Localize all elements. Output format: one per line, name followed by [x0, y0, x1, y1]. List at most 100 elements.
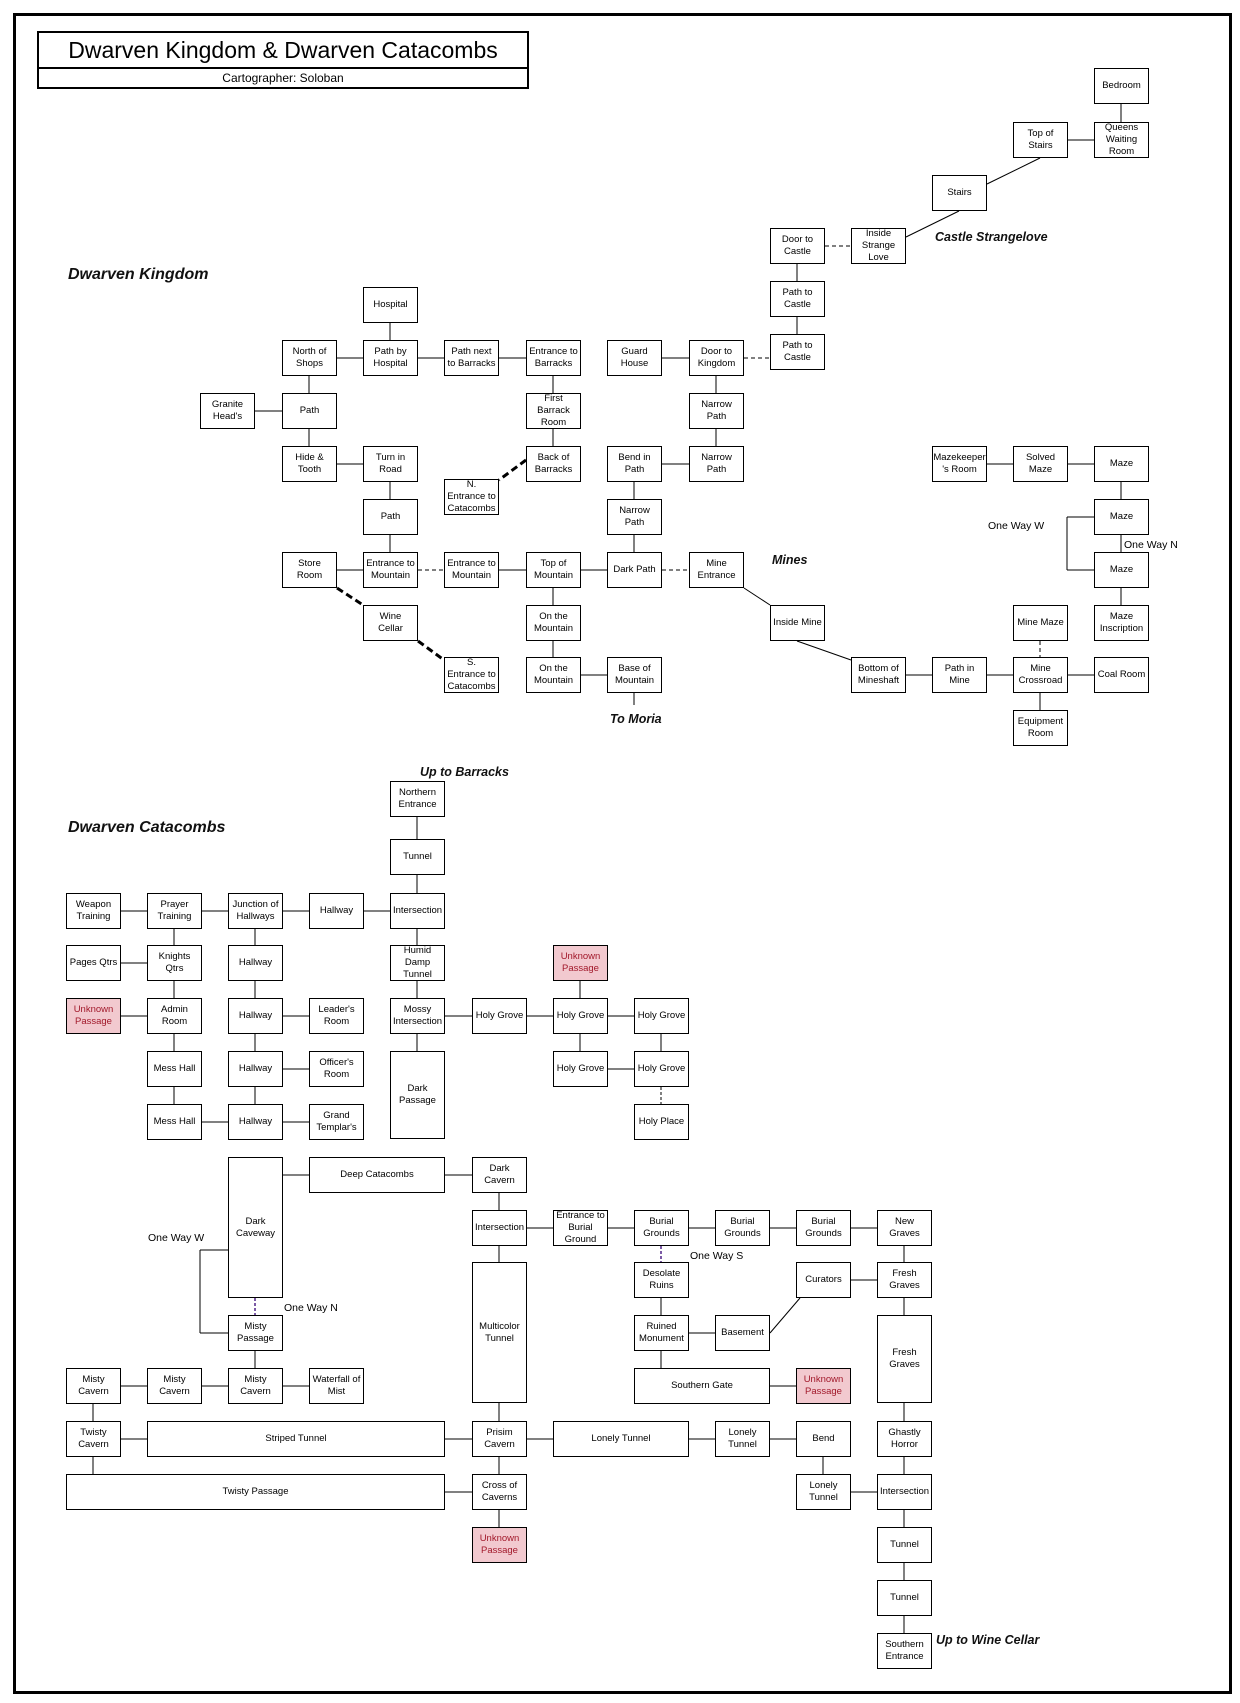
room-mine-crossroad: Mine Crossroad: [1013, 657, 1068, 693]
room-first-barrack: First Barrack Room: [526, 393, 581, 429]
room-misty-cav1: Misty Cavern: [66, 1368, 121, 1404]
connection-line: [905, 210, 960, 238]
room-intersection-c: Intersection: [877, 1474, 932, 1510]
room-dark-path: Dark Path: [607, 552, 662, 588]
room-entrance-mtn1: Entrance to Mountain: [363, 552, 418, 588]
room-top-stairs: Top of Stairs: [1013, 122, 1068, 158]
room-door-kingdom: Door to Kingdom: [689, 340, 744, 376]
note-one-way-w-catacombs: One Way W: [148, 1232, 205, 1244]
room-mine-entrance: Mine Entrance: [689, 552, 744, 588]
room-entrance-burial: Entrance to Burial Ground: [553, 1210, 608, 1246]
room-junction: Junction of Hallways: [228, 893, 283, 929]
room-knights-qtrs: Knights Qtrs: [147, 945, 202, 981]
room-twisty-passage: Twisty Passage: [66, 1474, 445, 1510]
room-leaders-room: Leader's Room: [309, 998, 364, 1034]
room-holy-grove5: Holy Grove: [634, 1051, 689, 1087]
room-bedroom: Bedroom: [1094, 68, 1149, 104]
region-label-catacombs: Dwarven Catacombs: [68, 819, 226, 836]
room-tunnel-a: Tunnel: [390, 839, 445, 875]
room-tunnel-b: Tunnel: [877, 1527, 932, 1563]
room-ruined: Ruined Monument: [634, 1315, 689, 1351]
room-turn-road: Turn in Road: [363, 446, 418, 482]
region-label-castle: Castle Strangelove: [935, 230, 1048, 244]
connection-line: [498, 458, 527, 482]
note-one-way-w-mines: One Way W: [988, 520, 1045, 532]
room-bottom-mineshaft: Bottom of Mineshaft: [851, 657, 906, 693]
room-top-mtn: Top of Mountain: [526, 552, 581, 588]
room-cross-caverns: Cross of Caverns: [472, 1474, 527, 1510]
room-holy-place: Holy Place: [634, 1104, 689, 1140]
room-inside-mine: Inside Mine: [770, 605, 825, 641]
room-hallway-e: Hallway: [228, 1104, 283, 1140]
exit-label-wine-cellar: Up to Wine Cellar: [936, 1633, 1040, 1647]
room-fresh2: Fresh Graves: [877, 1315, 932, 1403]
room-burial2: Burial Grounds: [715, 1210, 770, 1246]
room-equipment-room: Equipment Room: [1013, 710, 1068, 746]
room-mess-hall1: Mess Hall: [147, 1051, 202, 1087]
room-hallway-d: Hallway: [228, 1051, 283, 1087]
room-deep-catacombs: Deep Catacombs: [309, 1157, 445, 1193]
room-burial1: Burial Grounds: [634, 1210, 689, 1246]
note-one-way-n-catacombs: One Way N: [284, 1302, 338, 1314]
room-entrance-mtn2: Entrance to Mountain: [444, 552, 499, 588]
room-solved-maze: Solved Maze: [1013, 446, 1068, 482]
connection-line: [769, 1297, 801, 1334]
room-hallway-a: Hallway: [309, 893, 364, 929]
room-prisim: Prisim Cavern: [472, 1421, 527, 1457]
connection-line: [796, 640, 852, 661]
connection-line: [417, 639, 445, 662]
room-maze3: Maze: [1094, 552, 1149, 588]
room-queens-waiting: Queens Waiting Room: [1094, 122, 1149, 158]
room-maze-inscription: Maze Inscription: [1094, 605, 1149, 641]
room-misty-cav3: Misty Cavern: [228, 1368, 283, 1404]
room-holy-grove1: Holy Grove: [472, 998, 527, 1034]
room-on-mtn2: On the Mountain: [526, 657, 581, 693]
room-northern-entrance: Northern Entrance: [390, 781, 445, 817]
room-path-mine: Path in Mine: [932, 657, 987, 693]
room-lonely2: Lonely Tunnel: [796, 1474, 851, 1510]
room-entrance-barracks: Entrance to Barracks: [526, 340, 581, 376]
room-path-hospital: Path by Hospital: [363, 340, 418, 376]
room-pages-qtrs: Pages Qtrs: [66, 945, 121, 981]
room-hide-tooth: Hide & Tooth: [282, 446, 337, 482]
room-dark-cavern: Dark Cavern: [472, 1157, 527, 1193]
room-n-entrance-cat: N. Entrance to Catacombs: [444, 479, 499, 515]
exit-label-moria: To Moria: [610, 712, 662, 726]
note-one-way-s: One Way S: [690, 1250, 744, 1262]
room-mess-hall2: Mess Hall: [147, 1104, 202, 1140]
room-narrow1: Narrow Path: [689, 393, 744, 429]
room-inside-strange: Inside Strange Love: [851, 228, 906, 264]
room-prayer-training: Prayer Training: [147, 893, 202, 929]
room-humid: Humid Damp Tunnel: [390, 945, 445, 981]
room-granite: Granite Head's: [200, 393, 255, 429]
room-unknown-b: Unknown Passage: [553, 945, 608, 981]
room-hallway-c: Hallway: [228, 998, 283, 1034]
room-tunnel-c: Tunnel: [877, 1580, 932, 1616]
room-curators: Curators: [796, 1262, 851, 1298]
room-holy-grove2: Holy Grove: [553, 998, 608, 1034]
room-grand-templar: Grand Templar's: [309, 1104, 364, 1140]
room-narrow3: Narrow Path: [607, 499, 662, 535]
room-lonely-tunnel-long: Lonely Tunnel: [553, 1421, 689, 1457]
room-maze2: Maze: [1094, 499, 1149, 535]
room-waterfall: Waterfall of Mist: [309, 1368, 364, 1404]
room-path-a: Path: [282, 393, 337, 429]
room-holy-grove4: Holy Grove: [553, 1051, 608, 1087]
room-store-room: Store Room: [282, 552, 337, 588]
room-admin-room: Admin Room: [147, 998, 202, 1034]
room-intersection-a: Intersection: [390, 893, 445, 929]
room-striped: Striped Tunnel: [147, 1421, 445, 1457]
room-officers-room: Officer's Room: [309, 1051, 364, 1087]
room-s-entrance-cat: S. Entrance to Catacombs: [444, 657, 499, 693]
room-southern-entrance: Southern Entrance: [877, 1633, 932, 1669]
room-on-mtn1: On the Mountain: [526, 605, 581, 641]
room-lonely1: Lonely Tunnel: [715, 1421, 770, 1457]
room-bend-path: Bend in Path: [607, 446, 662, 482]
exit-label-barracks: Up to Barracks: [420, 765, 509, 779]
room-maze1: Maze: [1094, 446, 1149, 482]
room-basement: Basement: [715, 1315, 770, 1351]
room-back-barracks: Back of Barracks: [526, 446, 581, 482]
region-label-kingdom: Dwarven Kingdom: [68, 266, 209, 283]
room-multicolor: Multicolor Tunnel: [472, 1262, 527, 1403]
